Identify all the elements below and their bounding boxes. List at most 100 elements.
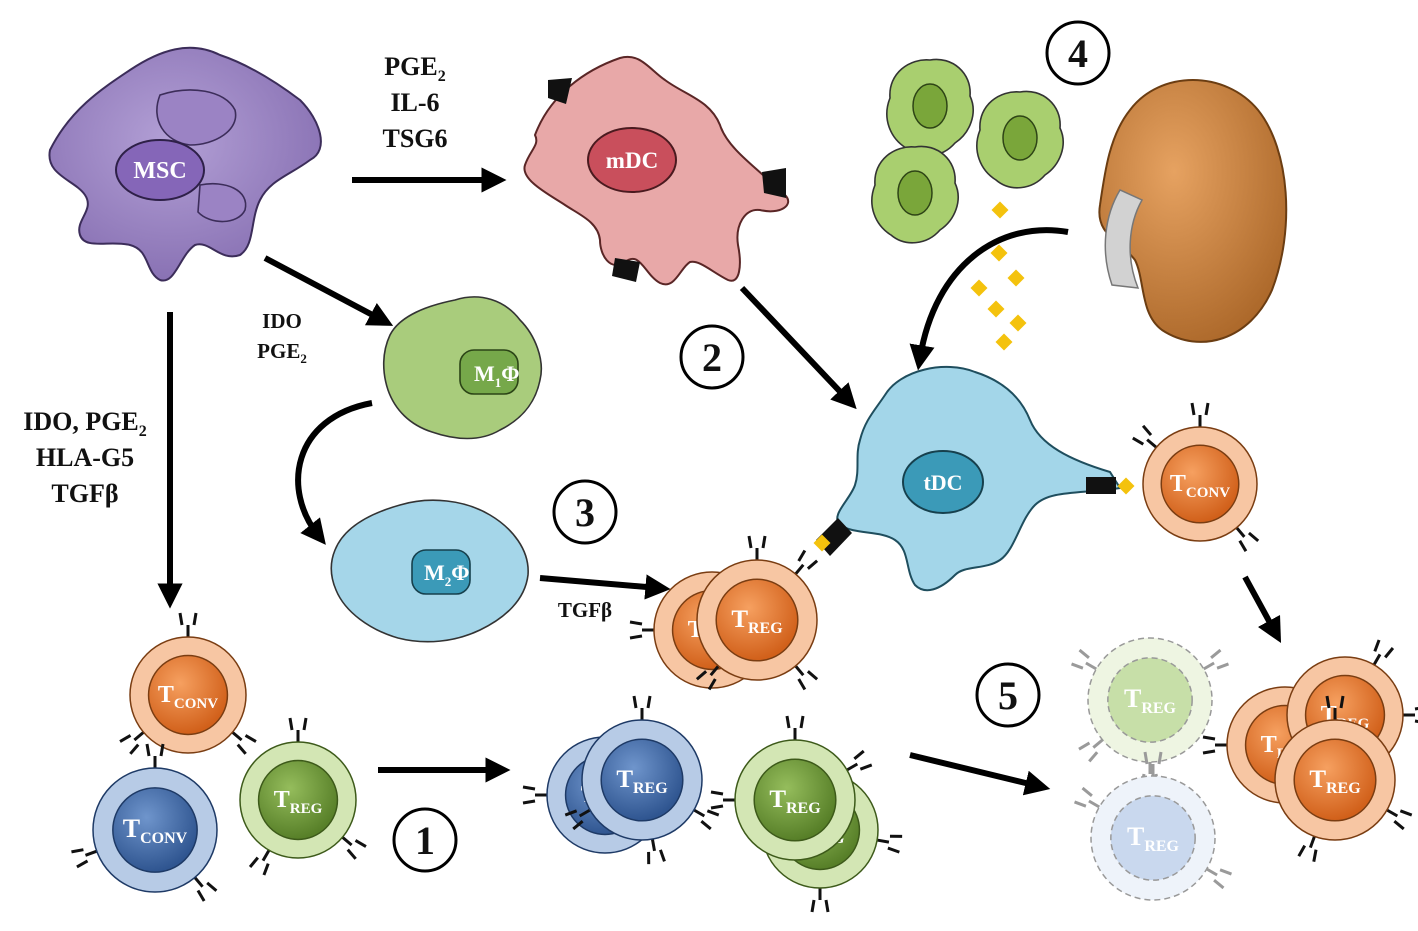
receptor-icon (522, 785, 547, 805)
receptor-icon (1143, 751, 1163, 776)
arrow-tconv-to-treg (1242, 575, 1282, 644)
factor-hla-g5: HLA-G5 (36, 443, 134, 472)
step-1: 1 (392, 807, 458, 873)
t-conv-orange-cell: TCONV (119, 612, 257, 755)
ligand-icon (1117, 477, 1135, 495)
ligand-icon (991, 201, 1009, 219)
t-reg-blue-cell: TREG (564, 695, 720, 865)
receptor-icon (193, 876, 218, 902)
t-reg-inactive-green-label: TREG (1124, 684, 1177, 717)
receptor-icon (647, 838, 666, 865)
mdc-receptor (548, 78, 572, 104)
m2-label: M2Φ (424, 560, 470, 589)
factor-tgfb-m2: TGFβ (558, 598, 612, 622)
t-reg-green-expanded: TREG (710, 715, 873, 861)
arrow-to-inactive-treg (909, 752, 1051, 796)
receptor-icon (231, 731, 257, 755)
t-reg-inactive-blue-label: TREG (1127, 822, 1180, 855)
receptor-icon (846, 749, 873, 772)
factor-tgfb: TGFβ (51, 479, 118, 508)
receptor-icon (695, 664, 720, 691)
m2-macrophage: M2Φ (330, 499, 529, 643)
t-reg-blue-cell-label: TREG (616, 766, 668, 797)
t-reg-green-cell: TREG (239, 717, 367, 876)
t-reg-orange-cell-label: TREG (731, 606, 783, 637)
t-reg-converted-cell-label: TREG (1309, 766, 1361, 797)
step-markers: 1 2 3 4 5 (392, 20, 1111, 873)
receptor-icon (785, 715, 805, 740)
mdc-receptor (612, 258, 640, 282)
receptor-icon (248, 849, 271, 876)
step-4: 4 (1045, 20, 1111, 86)
receptor-icon (1235, 526, 1260, 552)
receptor-icon (693, 808, 720, 831)
receptor-icon (564, 808, 591, 831)
mdc-receptor (762, 168, 786, 198)
step-3-label: 3 (575, 490, 595, 535)
ligand-icon (813, 534, 831, 552)
receptor-icon (1202, 735, 1227, 755)
receptor-icon (1386, 808, 1413, 831)
receptor-icon (1297, 835, 1318, 862)
m1-macrophage: M1Φ (382, 296, 543, 440)
factor-pge2: PGE2 (384, 52, 445, 85)
receptor-icon (1073, 786, 1101, 809)
receptor-icon (119, 731, 145, 755)
arrows (157, 167, 1282, 796)
arrow-m2-to-treg (539, 574, 671, 600)
receptor-icon (794, 664, 819, 691)
step-1-label: 1 (415, 818, 435, 863)
receptor-icon (876, 834, 903, 854)
tdc-label: tDC (923, 470, 962, 495)
receptor-icon (1078, 738, 1104, 763)
step-2: 2 (679, 324, 745, 390)
receptor-icon (1070, 648, 1098, 671)
receptor-icon (1202, 648, 1230, 671)
factor-ido: IDO (262, 309, 302, 333)
receptor-icon (810, 888, 830, 913)
receptor-icon (145, 743, 165, 768)
t-reg-inactive-blue: TREG (1073, 751, 1233, 901)
arrow-mdc-to-tdc (739, 285, 857, 410)
step-3: 3 (552, 479, 618, 545)
receptor-icon (1325, 695, 1345, 720)
receptor-icon (178, 612, 198, 637)
receptor-icon (629, 620, 654, 640)
msc-label: MSC (133, 158, 186, 184)
signal-molecules (970, 244, 1027, 351)
kidney-organ (1098, 79, 1288, 343)
t-reg-green-cell-label: TREG (274, 787, 323, 817)
t-reg-converted-cell: TREG (1274, 695, 1413, 862)
t-conv-right-cell-label: TCONV (1170, 471, 1230, 501)
step-5-label: 5 (998, 673, 1018, 718)
t-reg-green-expanded-label: TREG (769, 786, 821, 817)
t-conv-orange-cell-label: TCONV (158, 682, 218, 712)
step-4-label: 4 (1068, 31, 1088, 76)
receptor-icon (71, 848, 98, 869)
t-conv-blue-cell: TCONV (71, 743, 218, 902)
arrow-m1-to-m2 (295, 400, 373, 545)
step-2-label: 2 (702, 335, 722, 380)
t-cell-group: TCONV TCONV TREG TREG TREG TREG TREG TREG TREG TC… (71, 201, 1418, 913)
factor-labels: PGE2 IL-6 TSG6 IDO PGE2 IDO, PGE2 HLA-G5… (23, 52, 612, 622)
receptor-icon (747, 535, 767, 560)
factor-tsg6: TSG6 (382, 124, 447, 153)
t-reg-inactive-green: TREG (1070, 637, 1230, 787)
receptor-icon (710, 790, 735, 810)
arrow-kidney-to-tdc (909, 227, 1069, 371)
t-conv-blue-cell-label: TCONV (123, 814, 188, 847)
receptor-icon (1403, 705, 1418, 725)
factor-ido-pge2: IDO, PGE2 (23, 407, 147, 440)
arrow-msc-to-m1 (263, 255, 394, 326)
step-5: 5 (975, 662, 1041, 728)
t-conv-right-cell: TCONV (1132, 402, 1260, 552)
receptor-icon (288, 717, 308, 742)
tdc-cell: tDC (816, 365, 1122, 592)
t-reg-orange-cell: TREG (695, 535, 819, 691)
receptor-icon (1372, 639, 1395, 666)
mdc-cell: mDC (523, 55, 790, 286)
m1-label: M1Φ (474, 361, 520, 390)
green-dc-cluster (871, 58, 1064, 244)
